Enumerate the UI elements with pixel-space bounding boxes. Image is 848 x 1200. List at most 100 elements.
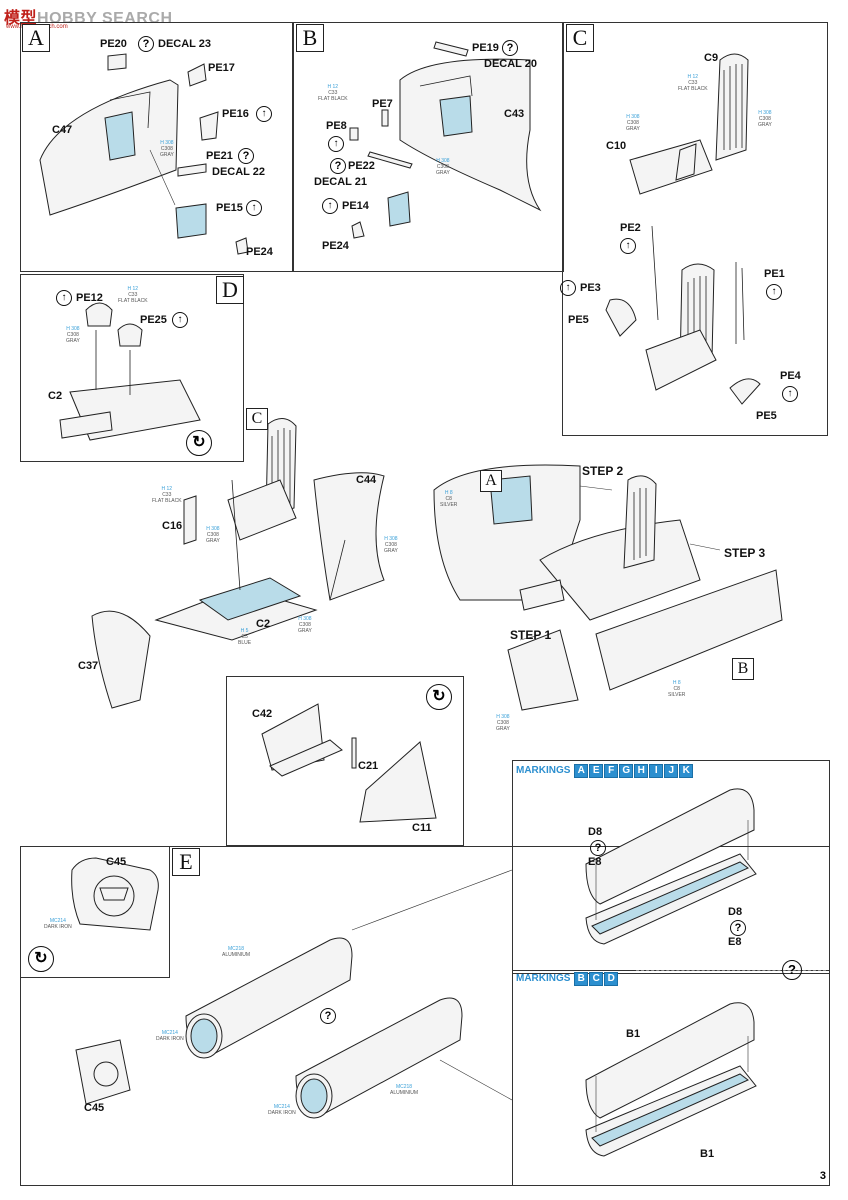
ref-c-letter: C bbox=[246, 408, 268, 430]
page-number: 3 bbox=[819, 1170, 826, 1182]
inset-frame bbox=[226, 676, 464, 846]
marking-code: B bbox=[574, 972, 589, 986]
question-icon: ? bbox=[238, 148, 254, 164]
label-c11: C11 bbox=[412, 822, 432, 834]
label-pe3: PE3 bbox=[580, 282, 601, 294]
label-c10: C10 bbox=[606, 140, 627, 152]
label-pe24: PE24 bbox=[322, 240, 349, 252]
marking-code: A bbox=[574, 764, 589, 778]
label-e8-bottom: E8 bbox=[728, 936, 742, 948]
marking-code: J bbox=[664, 764, 679, 778]
flip-arrow-icon: ↑ bbox=[246, 200, 262, 216]
section-b-frame bbox=[292, 22, 564, 272]
question-icon: ? bbox=[782, 960, 802, 980]
section-b-letter: B bbox=[296, 24, 324, 52]
marking-code: F bbox=[604, 764, 619, 778]
marking-code: G bbox=[619, 764, 634, 778]
label-c2-main: C2 bbox=[256, 618, 271, 630]
markings-1-frame bbox=[512, 760, 830, 974]
label-c9: C9 bbox=[704, 52, 719, 64]
label-pe2: PE2 bbox=[620, 222, 641, 234]
label-c42: C42 bbox=[252, 708, 273, 720]
label-pe25: PE25 bbox=[140, 314, 167, 326]
markings-divider bbox=[636, 970, 826, 971]
question-icon: ? bbox=[502, 40, 518, 56]
section-c-letter: C bbox=[566, 24, 594, 52]
label-c37: C37 bbox=[78, 660, 99, 672]
label-decal21: DECAL 21 bbox=[314, 176, 367, 188]
label-pe16: PE16 bbox=[222, 108, 249, 120]
label-pe19: PE19 bbox=[472, 42, 499, 54]
label-pe21: PE21 bbox=[206, 150, 233, 162]
marking-code: C bbox=[589, 972, 604, 986]
label-pe7: PE7 bbox=[372, 98, 393, 110]
label-decal20: DECAL 20 bbox=[484, 58, 537, 70]
section-e-inset-frame bbox=[20, 846, 170, 978]
label-c2: C2 bbox=[48, 390, 63, 402]
section-c-frame bbox=[562, 22, 828, 436]
question-icon: ? bbox=[730, 920, 746, 936]
marking-code: D bbox=[604, 972, 619, 986]
marking-code: K bbox=[679, 764, 694, 778]
label-c47: C47 bbox=[52, 124, 73, 136]
label-pe5: PE5 bbox=[756, 410, 777, 422]
label-c45-bottom: C45 bbox=[84, 1102, 105, 1114]
ref-b-letter: B bbox=[732, 658, 754, 680]
flip-arrow-icon: ↑ bbox=[620, 238, 636, 254]
label-c43: C43 bbox=[504, 108, 525, 120]
section-e-letter: E bbox=[172, 848, 200, 876]
label-pe15: PE15 bbox=[216, 202, 243, 214]
marking-code: I bbox=[649, 764, 664, 778]
label-step-1: STEP 1 bbox=[510, 628, 552, 642]
flip-arrow-icon: ↑ bbox=[766, 284, 782, 300]
label-pe22: PE22 bbox=[348, 160, 375, 172]
label-step-2: STEP 2 bbox=[582, 464, 624, 478]
label-pe4: PE4 bbox=[780, 370, 801, 382]
section-a-frame bbox=[20, 22, 294, 272]
label-pe1: PE1 bbox=[764, 268, 785, 280]
rotate-icon: ↻ bbox=[28, 946, 54, 972]
label-decal22: DECAL 22 bbox=[212, 166, 265, 178]
marking-code: E bbox=[589, 764, 604, 778]
section-a-letter: A bbox=[22, 24, 50, 52]
flip-arrow-icon: ↑ bbox=[172, 312, 188, 328]
label-pe5: PE5 bbox=[568, 314, 589, 326]
label-d8-bottom: D8 bbox=[728, 906, 743, 918]
label-pe14: PE14 bbox=[342, 200, 369, 212]
label-b1-bottom: B1 bbox=[700, 1148, 715, 1160]
flip-arrow-icon: ↑ bbox=[782, 386, 798, 402]
label-b1-top: B1 bbox=[626, 1028, 641, 1040]
label-pe17: PE17 bbox=[208, 62, 235, 74]
flip-arrow-icon: ↑ bbox=[322, 198, 338, 214]
label-d8-top: D8 bbox=[588, 826, 603, 838]
label-c44: C44 bbox=[356, 474, 377, 486]
flip-arrow-icon: ↑ bbox=[328, 136, 344, 152]
section-d-frame bbox=[20, 274, 244, 462]
label-pe12: PE12 bbox=[76, 292, 103, 304]
label-step-3: STEP 3 bbox=[724, 546, 766, 560]
label-c16: C16 bbox=[162, 520, 183, 532]
rotate-icon: ↻ bbox=[426, 684, 452, 710]
label-pe24: PE24 bbox=[246, 246, 273, 258]
